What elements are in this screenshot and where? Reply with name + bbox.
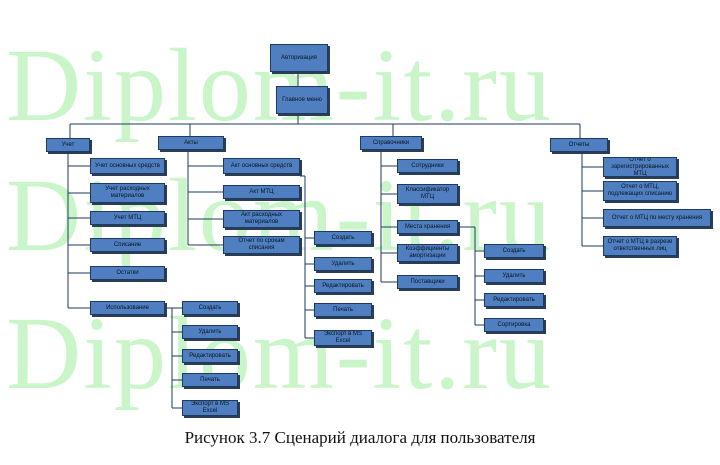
node-uchet: Учет	[46, 138, 90, 152]
node-action: Удалить	[314, 257, 372, 271]
node-sprav-item: Классификатор МТЦ	[397, 184, 458, 204]
node-action: Печать	[182, 373, 238, 387]
figure-caption: Рисунок 3.7 Сценарий диалога для пользов…	[184, 428, 536, 447]
node-uchet-item: Остатки	[90, 266, 165, 280]
node-spravochniki: Справочники	[360, 136, 422, 150]
node-sprav-item: Коэффициенты амортизации	[397, 244, 458, 262]
node-action: Экспорт в MS Excel	[182, 400, 238, 416]
node-main-menu: Главное меню	[276, 86, 328, 114]
node-action: Экспорт в MS Excel	[314, 330, 372, 346]
node-sprav-item: Сотрудники	[397, 159, 458, 173]
node-akty-item: Акт основных средств	[223, 158, 300, 174]
node-action: Редактировать	[484, 293, 544, 307]
node-uchet-item: Использование	[90, 301, 165, 315]
node-uchet-item: Списание	[90, 238, 165, 252]
node-action: Печать	[314, 303, 372, 317]
node-action: Редактировать	[182, 349, 238, 363]
node-action: Создать	[484, 244, 544, 258]
node-otchety: Отчеты	[550, 138, 608, 152]
node-akty-item: Отчет по срокам списания	[223, 236, 300, 254]
node-action: Создать	[314, 231, 372, 245]
node-otchety-item: Отчет о МТЦ в разрезе ответственных лиц	[603, 236, 677, 256]
node-action: Создать	[182, 301, 238, 315]
node-akty-item: Акт МТЦ	[223, 185, 300, 199]
node-action: Редактировать	[314, 279, 372, 293]
node-otchety-item: Отчет о зарегистрированных МТЦ	[603, 157, 677, 177]
node-uchet-item: Учет МТЦ	[90, 211, 165, 225]
node-action: Удалить	[484, 269, 544, 283]
node-otchety-item: Отчет о МТЦ по месту хранения	[603, 209, 711, 227]
node-auth: Авторизация	[270, 44, 328, 72]
node-action: Сортировка	[484, 318, 544, 332]
node-akty: Акты	[158, 136, 224, 150]
node-sprav-item: Поставщики	[397, 275, 458, 289]
node-akty-item: Акт расходных материалов	[223, 210, 300, 228]
node-action: Удалить	[182, 325, 238, 339]
node-uchet-item: Учет основных средств	[90, 158, 165, 174]
node-sprav-item: Места хранения	[397, 220, 458, 234]
node-uchet-item: Учет расходных материалов	[90, 183, 165, 203]
node-otchety-item: Отчет о МТЦ, подлежащих списанию	[603, 181, 677, 201]
